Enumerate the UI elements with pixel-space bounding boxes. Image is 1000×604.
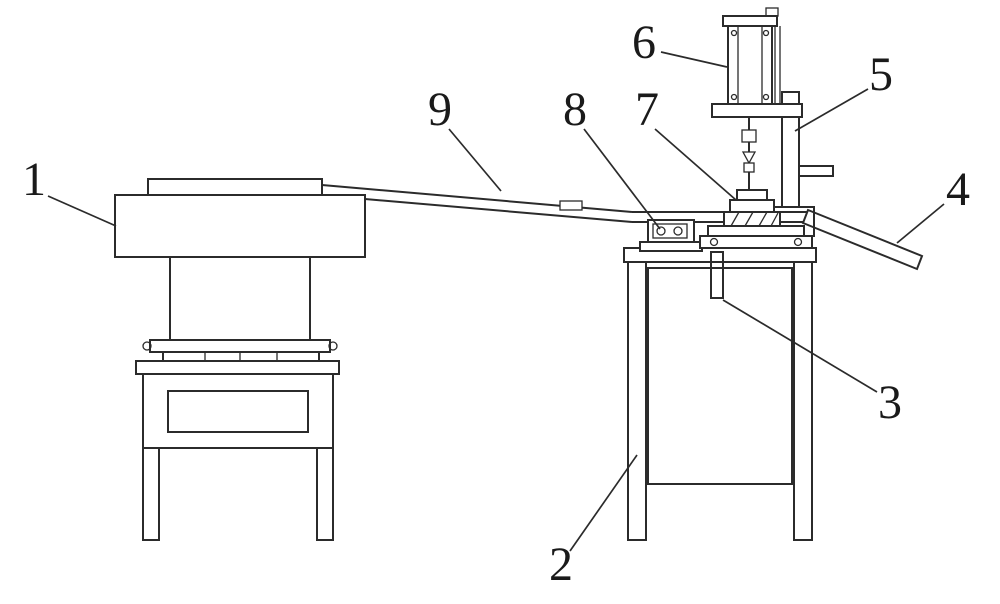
press-base-plate <box>699 235 813 249</box>
chute-body <box>801 208 924 271</box>
head-plate <box>711 103 803 118</box>
column-upper-stub <box>781 91 800 105</box>
reference-numerals: 1 2 3 4 5 6 7 8 9 <box>22 16 970 591</box>
isolator-feet-band <box>162 351 320 362</box>
hatch-line <box>758 211 768 227</box>
rail-bracket <box>559 200 583 211</box>
leader-1 <box>47 195 117 227</box>
stand-apron <box>142 373 334 449</box>
label-1: 1 <box>22 153 46 206</box>
bowl-body <box>114 194 366 258</box>
feed-block <box>639 219 703 252</box>
press-block-middle <box>729 199 775 213</box>
hatch-line <box>744 211 754 227</box>
leader-lines <box>47 51 945 552</box>
feed-block-base <box>639 241 703 252</box>
discharge-chute <box>801 208 924 271</box>
actuator-cylinder <box>722 7 781 105</box>
stand-leg-left <box>142 447 160 541</box>
label-6: 6 <box>632 16 656 69</box>
feed-block-inner <box>652 223 688 239</box>
leader-3 <box>722 299 878 393</box>
table-leg-right <box>793 261 813 541</box>
bowl-rim <box>147 178 323 196</box>
press-block-upper <box>736 189 768 201</box>
flange-bolt-left <box>142 341 152 351</box>
table-leg-left <box>627 261 647 541</box>
cylinder-bolt <box>762 29 770 37</box>
machine-table <box>623 247 817 541</box>
stand-top-plate <box>135 360 340 375</box>
leader-9 <box>448 128 502 192</box>
feed-block-hole-right <box>673 226 683 236</box>
leader-2 <box>569 454 638 552</box>
feed-block-hole-left <box>656 226 666 236</box>
cylinder-bolt <box>730 29 738 37</box>
ejector-bar <box>710 251 724 299</box>
stand-window <box>167 390 309 433</box>
label-4: 4 <box>946 163 970 216</box>
rail-bottom-edge <box>364 198 633 223</box>
cylinder-bolt <box>762 93 770 101</box>
press-sub-plate <box>707 225 805 237</box>
label-8: 8 <box>563 83 587 136</box>
piston-rod-assembly <box>741 117 757 190</box>
leader-4 <box>896 203 945 244</box>
hatch-line <box>770 212 779 227</box>
press-station <box>699 189 813 249</box>
bowl-feeder <box>114 178 366 541</box>
leader-7 <box>654 128 737 201</box>
bowl-flange <box>149 339 331 353</box>
column-side-tab <box>798 165 834 177</box>
leader-6 <box>660 51 728 68</box>
feed-block-body <box>647 219 695 243</box>
rod-joint-block <box>743 162 755 173</box>
rod-joint <box>741 151 757 165</box>
stand-leg-right <box>316 447 334 541</box>
label-9: 9 <box>428 83 452 136</box>
leader-8 <box>583 128 661 230</box>
cylinder-bolt <box>730 93 738 101</box>
flange-bolt-right <box>328 341 338 351</box>
label-5: 5 <box>869 48 893 101</box>
table-inner-frame <box>647 267 793 485</box>
label-3: 3 <box>878 376 902 429</box>
base-bolt-left <box>709 237 719 247</box>
leader-5 <box>794 88 869 132</box>
rod-coupler <box>741 129 757 143</box>
bowl-pedestal <box>169 256 311 341</box>
label-2: 2 <box>549 538 573 591</box>
cylinder-body <box>727 25 773 105</box>
base-bolt-right <box>793 237 803 247</box>
hatch-line <box>730 211 740 227</box>
label-7: 7 <box>635 83 659 136</box>
cylinder-cap <box>722 15 778 27</box>
cylinder-fitting <box>765 7 779 17</box>
